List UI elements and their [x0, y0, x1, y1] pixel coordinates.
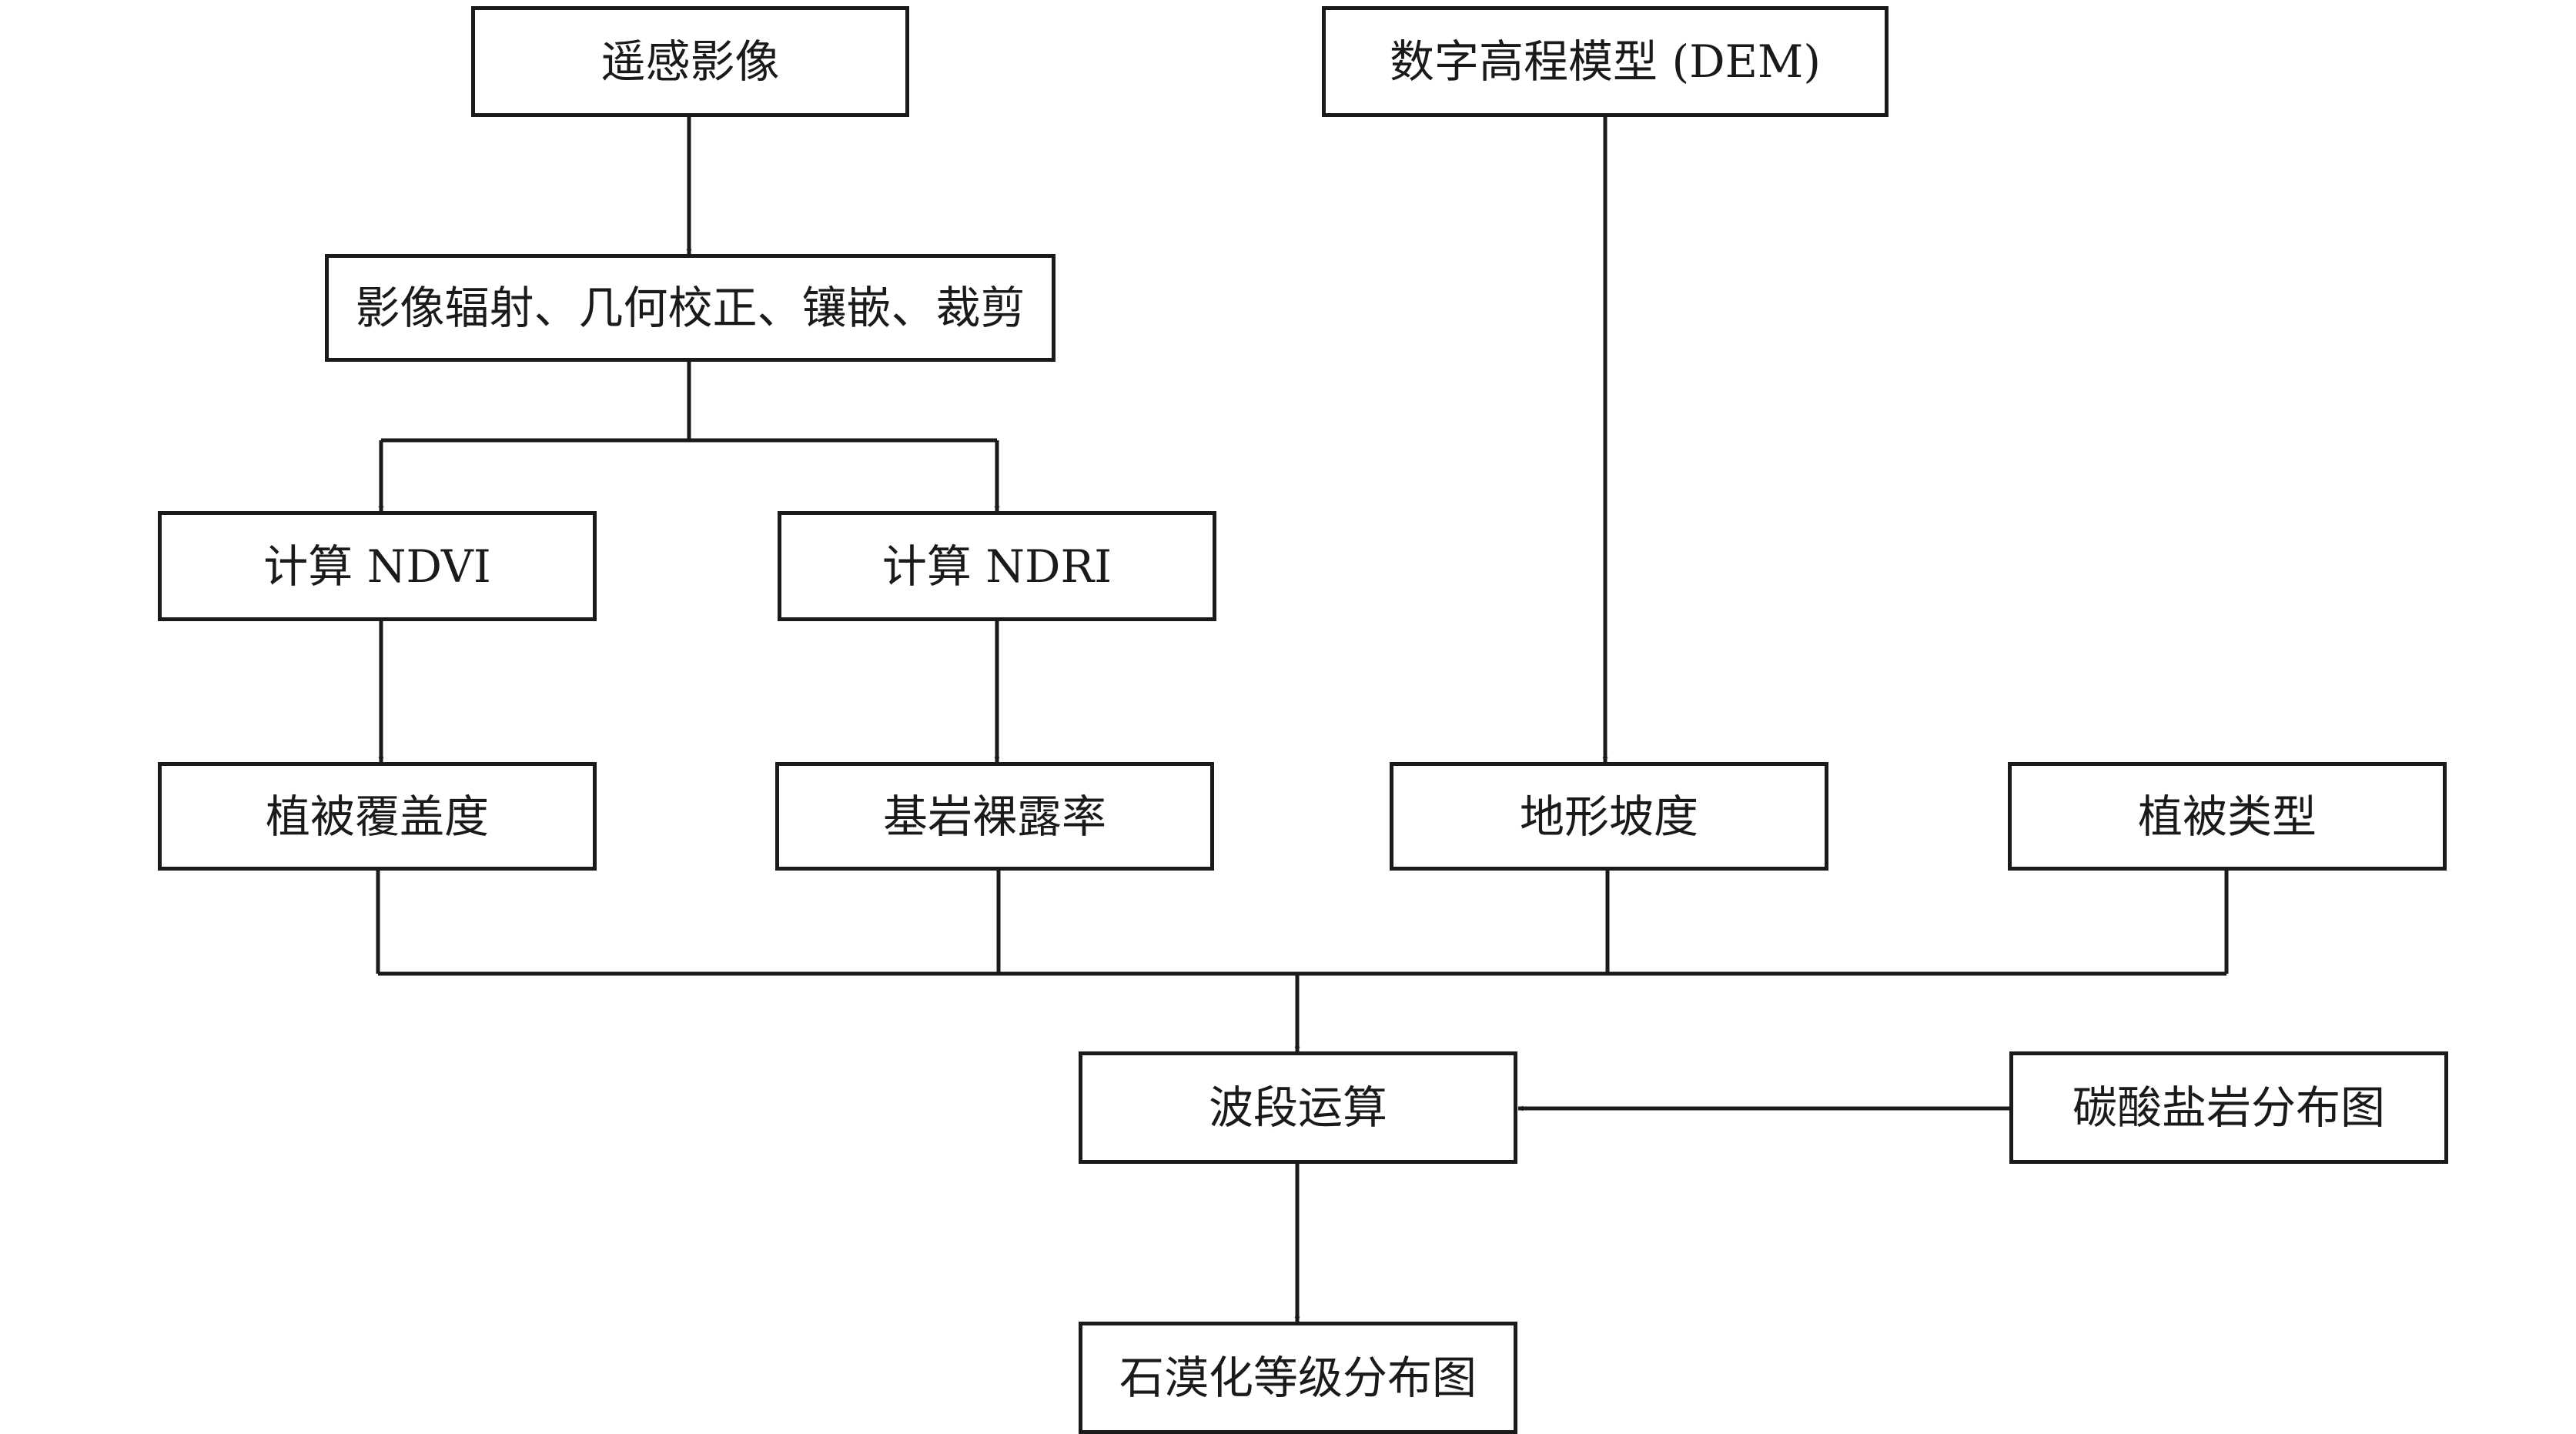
- slope-label: 地形坡度: [1519, 790, 1698, 843]
- remote-sensing-box: 遥感影像: [471, 6, 909, 117]
- veg-type-label: 植被类型: [2137, 790, 2317, 843]
- result-map-box: 石漠化等级分布图: [1079, 1322, 1517, 1434]
- preprocess-label: 影像辐射、几何校正、镶嵌、裁剪: [355, 282, 1025, 334]
- remote-sensing-label: 遥感影像: [601, 35, 780, 88]
- preprocess-box: 影像辐射、几何校正、镶嵌、裁剪: [325, 254, 1055, 362]
- dem-label: 数字高程模型 (DEM): [1390, 35, 1821, 88]
- ndri-label: 计算 NDRI: [882, 540, 1112, 593]
- slope-box: 地形坡度: [1390, 762, 1828, 871]
- result-map-label: 石漠化等级分布图: [1119, 1352, 1477, 1404]
- band-math-box: 波段运算: [1079, 1051, 1517, 1164]
- ndvi-box: 计算 NDVI: [158, 511, 597, 621]
- veg-cover-label: 植被覆盖度: [265, 790, 489, 843]
- veg-type-box: 植被类型: [2008, 762, 2447, 871]
- band-math-label: 波段运算: [1208, 1081, 1387, 1134]
- veg-cover-box: 植被覆盖度: [158, 762, 597, 871]
- carbonate-map-box: 碳酸盐岩分布图: [2009, 1051, 2448, 1164]
- bedrock-exposure-box: 基岩裸露率: [775, 762, 1214, 871]
- ndri-box: 计算 NDRI: [778, 511, 1216, 621]
- ndvi-label: 计算 NDVI: [263, 540, 491, 593]
- bedrock-exposure-label: 基岩裸露率: [882, 790, 1106, 843]
- dem-box: 数字高程模型 (DEM): [1322, 6, 1889, 117]
- carbonate-map-label: 碳酸盐岩分布图: [2072, 1081, 2385, 1134]
